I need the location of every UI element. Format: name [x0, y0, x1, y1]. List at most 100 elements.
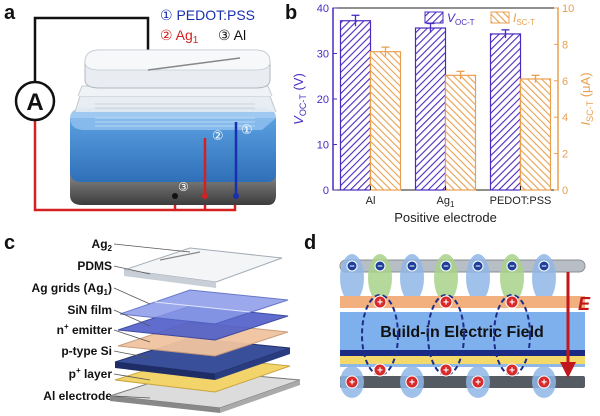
bar-isc-1 — [444, 74, 477, 191]
upper-blob-1 — [368, 254, 392, 302]
right-tick-label: 10 — [562, 3, 574, 15]
dashed-ellipse-2 — [427, 294, 465, 376]
orange-layer — [340, 296, 585, 308]
x-tick-label-1: Ag1 — [437, 195, 455, 209]
leader-line-2 — [113, 287, 151, 305]
electron-sign-1: − — [377, 261, 382, 271]
bar-voc-2 — [489, 33, 522, 191]
hole-low-sign-1: + — [443, 366, 449, 377]
legend-swatch-1 — [490, 11, 510, 24]
panel-a-device-schematic: A ② ① ③ ① PEDOT:PSS ② Ag1 ③ Al — [14, 7, 277, 212]
hole-mid-sign-0: + — [377, 298, 383, 309]
yellow-layer — [340, 356, 585, 364]
leader-line-3 — [113, 309, 151, 327]
upper-blob-3 — [434, 254, 458, 302]
black-wire — [33, 16, 150, 82]
dashed-ellipse-3 — [493, 294, 531, 376]
x-axis-label: Positive electrode — [394, 210, 497, 225]
left-tick-label: 20 — [317, 94, 329, 106]
layer-label-7: Al electrode — [43, 389, 112, 403]
hole-low-1 — [439, 363, 453, 377]
y-axis-label-left: VOC-T (V) — [291, 73, 308, 125]
hole-mid-0 — [373, 295, 387, 309]
al-contact-dot — [172, 193, 178, 199]
hole-mid-sign-1: + — [443, 298, 449, 309]
hole-mid-1 — [439, 295, 453, 309]
x-tick-label-2: PEDOT:PSS — [490, 195, 552, 207]
field-label: Build-in Electric Field — [380, 324, 544, 341]
leader-line-7 — [113, 395, 151, 399]
e-label: E — [578, 294, 591, 314]
panel-letter-c: c — [4, 232, 16, 254]
upper-blob-4 — [466, 254, 490, 302]
ag1-contact-dot — [202, 193, 208, 199]
hole-low-sign-0: + — [377, 366, 383, 377]
electron-sign-4: − — [475, 261, 480, 271]
transparent-layers — [74, 85, 277, 113]
right-tick-label: 4 — [562, 112, 568, 124]
ammeter-symbol: A — [26, 89, 43, 116]
hole-bottom-0 — [345, 375, 359, 389]
marker-three: ③ — [178, 180, 189, 194]
upper-blob-6 — [532, 254, 556, 302]
panel-d-band-diagram: Build-in Electric Field −−−−−−−+++++++++… — [339, 254, 591, 398]
leader-line-6 — [113, 373, 151, 381]
hole-bottom-2 — [405, 375, 419, 389]
leader-line-4 — [113, 329, 151, 343]
electron-0 — [346, 260, 358, 272]
hole-bottom-sign-2: + — [409, 378, 415, 389]
bar-voc-0 — [339, 20, 372, 191]
hole-bottom-sign-0: + — [349, 378, 355, 389]
hole-low-2 — [505, 363, 519, 377]
legend-pedot: ① PEDOT:PSS — [160, 7, 255, 23]
right-tick-label: 6 — [562, 76, 568, 88]
upper-blob-2 — [400, 254, 424, 302]
right-tick-label: 2 — [562, 149, 568, 161]
dashed-ellipse-1 — [361, 294, 399, 376]
electron-2 — [406, 260, 418, 272]
electron-1 — [374, 260, 386, 272]
y-axis-label-right: ISC-T (μA) — [578, 72, 595, 125]
bar-voc-1 — [414, 27, 447, 191]
bar-isc-2 — [519, 78, 552, 191]
x-tick-label-0: Al — [366, 195, 376, 207]
layer-label-5: p-type Si — [61, 344, 112, 358]
bar-isc-0 — [369, 51, 402, 191]
electron-sign-5: − — [509, 261, 514, 271]
pedot-contact-dot — [233, 193, 239, 199]
leader-line-5 — [113, 350, 151, 359]
hole-mid-sign-2: + — [509, 298, 515, 309]
stack-plates — [109, 247, 300, 413]
panel-letter-a: a — [4, 2, 16, 24]
layer-label-4: n+ emitter — [57, 322, 113, 337]
left-tick-label: 30 — [317, 49, 329, 61]
electron-3 — [440, 260, 452, 272]
electron-sign-6: − — [541, 261, 546, 271]
upper-blob-5 — [500, 254, 524, 302]
left-tick-label: 40 — [317, 3, 329, 15]
legend-ag1: ② Ag1 — [160, 27, 199, 46]
legend-label-1: ISC-T — [513, 11, 535, 27]
leader-line-0 — [113, 243, 191, 253]
device-silicon — [70, 118, 276, 182]
electron-sign-3: − — [443, 261, 448, 271]
hole-bottom-6 — [537, 375, 551, 389]
layer-label-1: PDMS — [77, 259, 112, 273]
panel-letter-b: b — [285, 2, 298, 24]
electron-sign-2: − — [409, 261, 414, 271]
right-tick-label: 0 — [562, 185, 568, 197]
panel-letter-d: d — [304, 232, 317, 254]
hole-bottom-sign-6: + — [541, 378, 547, 389]
left-tick-label: 0 — [323, 185, 329, 197]
right-tick-label: 8 — [562, 39, 568, 51]
layer-label-0: Ag2 — [92, 237, 113, 253]
electron-sign-0: − — [349, 261, 354, 271]
electron-4 — [472, 260, 484, 272]
hole-mid-2 — [505, 295, 519, 309]
leader-line-1 — [113, 265, 151, 275]
hole-bottom-4 — [471, 375, 485, 389]
legend-label-0: VOC-T — [447, 11, 475, 27]
legend-swatch-0 — [424, 11, 444, 24]
